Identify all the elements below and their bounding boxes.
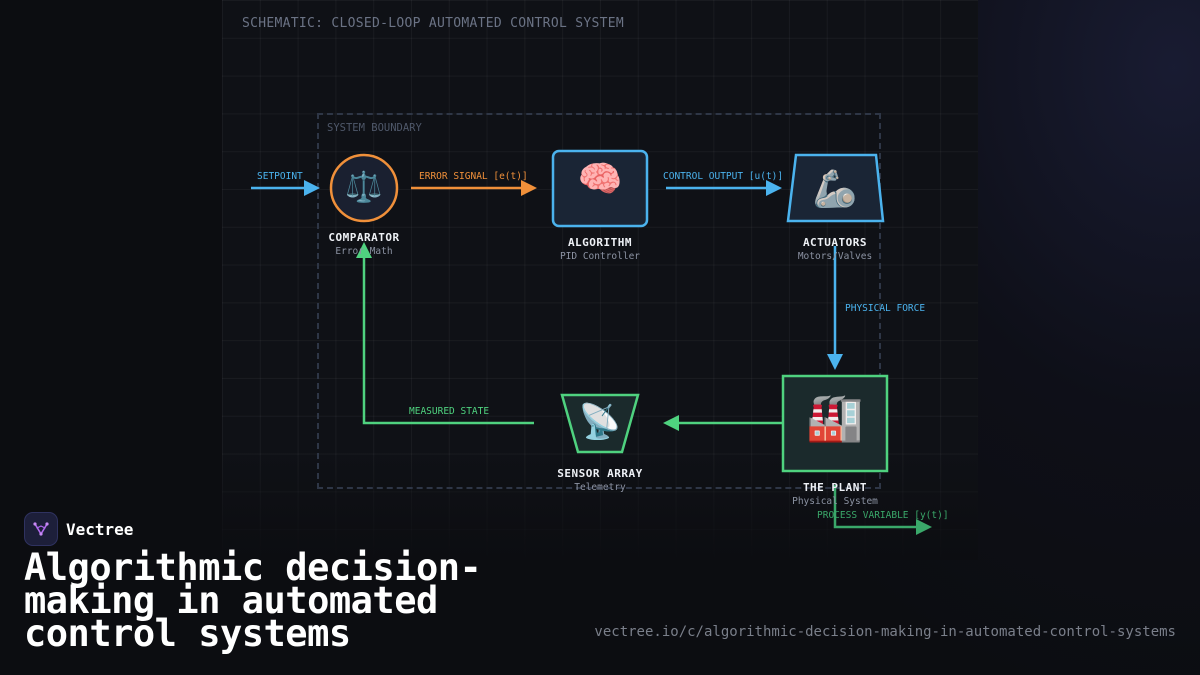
sensor-subtitle: Telemetry [574,482,626,493]
edge-measured-state [356,242,534,425]
setpoint-label: SETPOINT [257,171,303,182]
edge-plant-to-sensor [663,415,782,431]
edge-control-output [666,180,782,196]
control-output-label: CONTROL OUTPUT [u(t)] [663,171,784,182]
actuators-subtitle: Motors/Valves [797,251,873,262]
sensor-node [560,393,640,454]
edge-setpoint [251,180,320,196]
edge-physical-force [827,246,843,370]
algorithm-subtitle: PID Controller [559,251,641,262]
plant-subtitle: Physical System [792,496,878,507]
algorithm-title: ALGORITHM [567,236,633,249]
actuators-title: ACTUATORS [802,236,868,249]
edge-process-variable [833,485,932,535]
brain-icon: 🧠 [577,159,623,200]
algorithm-node [551,149,649,228]
schematic-title: SCHEMATIC: CLOSED-LOOP AUTOMATED CONTROL… [242,16,624,31]
edge-error-signal [411,180,537,196]
sensor-title: SENSOR ARRAY [557,467,643,480]
system-boundary-label: SYSTEM BOUNDARY [327,122,422,134]
satellite-antenna-icon: 📡 [578,402,622,442]
brand: Vectree [24,512,133,546]
measured-state-label: MEASURED STATE [409,406,490,417]
page-url: vectree.io/c/algorithmic-decision-making… [594,624,1176,640]
process-variable-label: PROCESS VARIABLE [y(t)] [817,510,949,521]
system-boundary [317,113,881,489]
vectree-logo-icon [24,512,58,546]
brand-name: Vectree [66,519,134,539]
comparator-node [329,153,399,223]
actuators-node [786,153,885,223]
scales-icon: ⚖️ [345,170,383,205]
plant-title: THE PLANT [802,481,868,494]
error-signal-label: ERROR SIGNAL [e(t)] [419,171,528,182]
physical-force-label: PHYSICAL FORCE [845,303,926,314]
comparator-title: COMPARATOR [328,231,400,244]
factory-icon: 🏭 [806,390,864,444]
comparator-subtitle: Error Math [335,246,393,257]
plant-node [781,374,889,473]
mechanical-arm-icon: 🦾 [812,169,858,210]
headline: Algorithmic decision-making in automated… [24,546,482,655]
